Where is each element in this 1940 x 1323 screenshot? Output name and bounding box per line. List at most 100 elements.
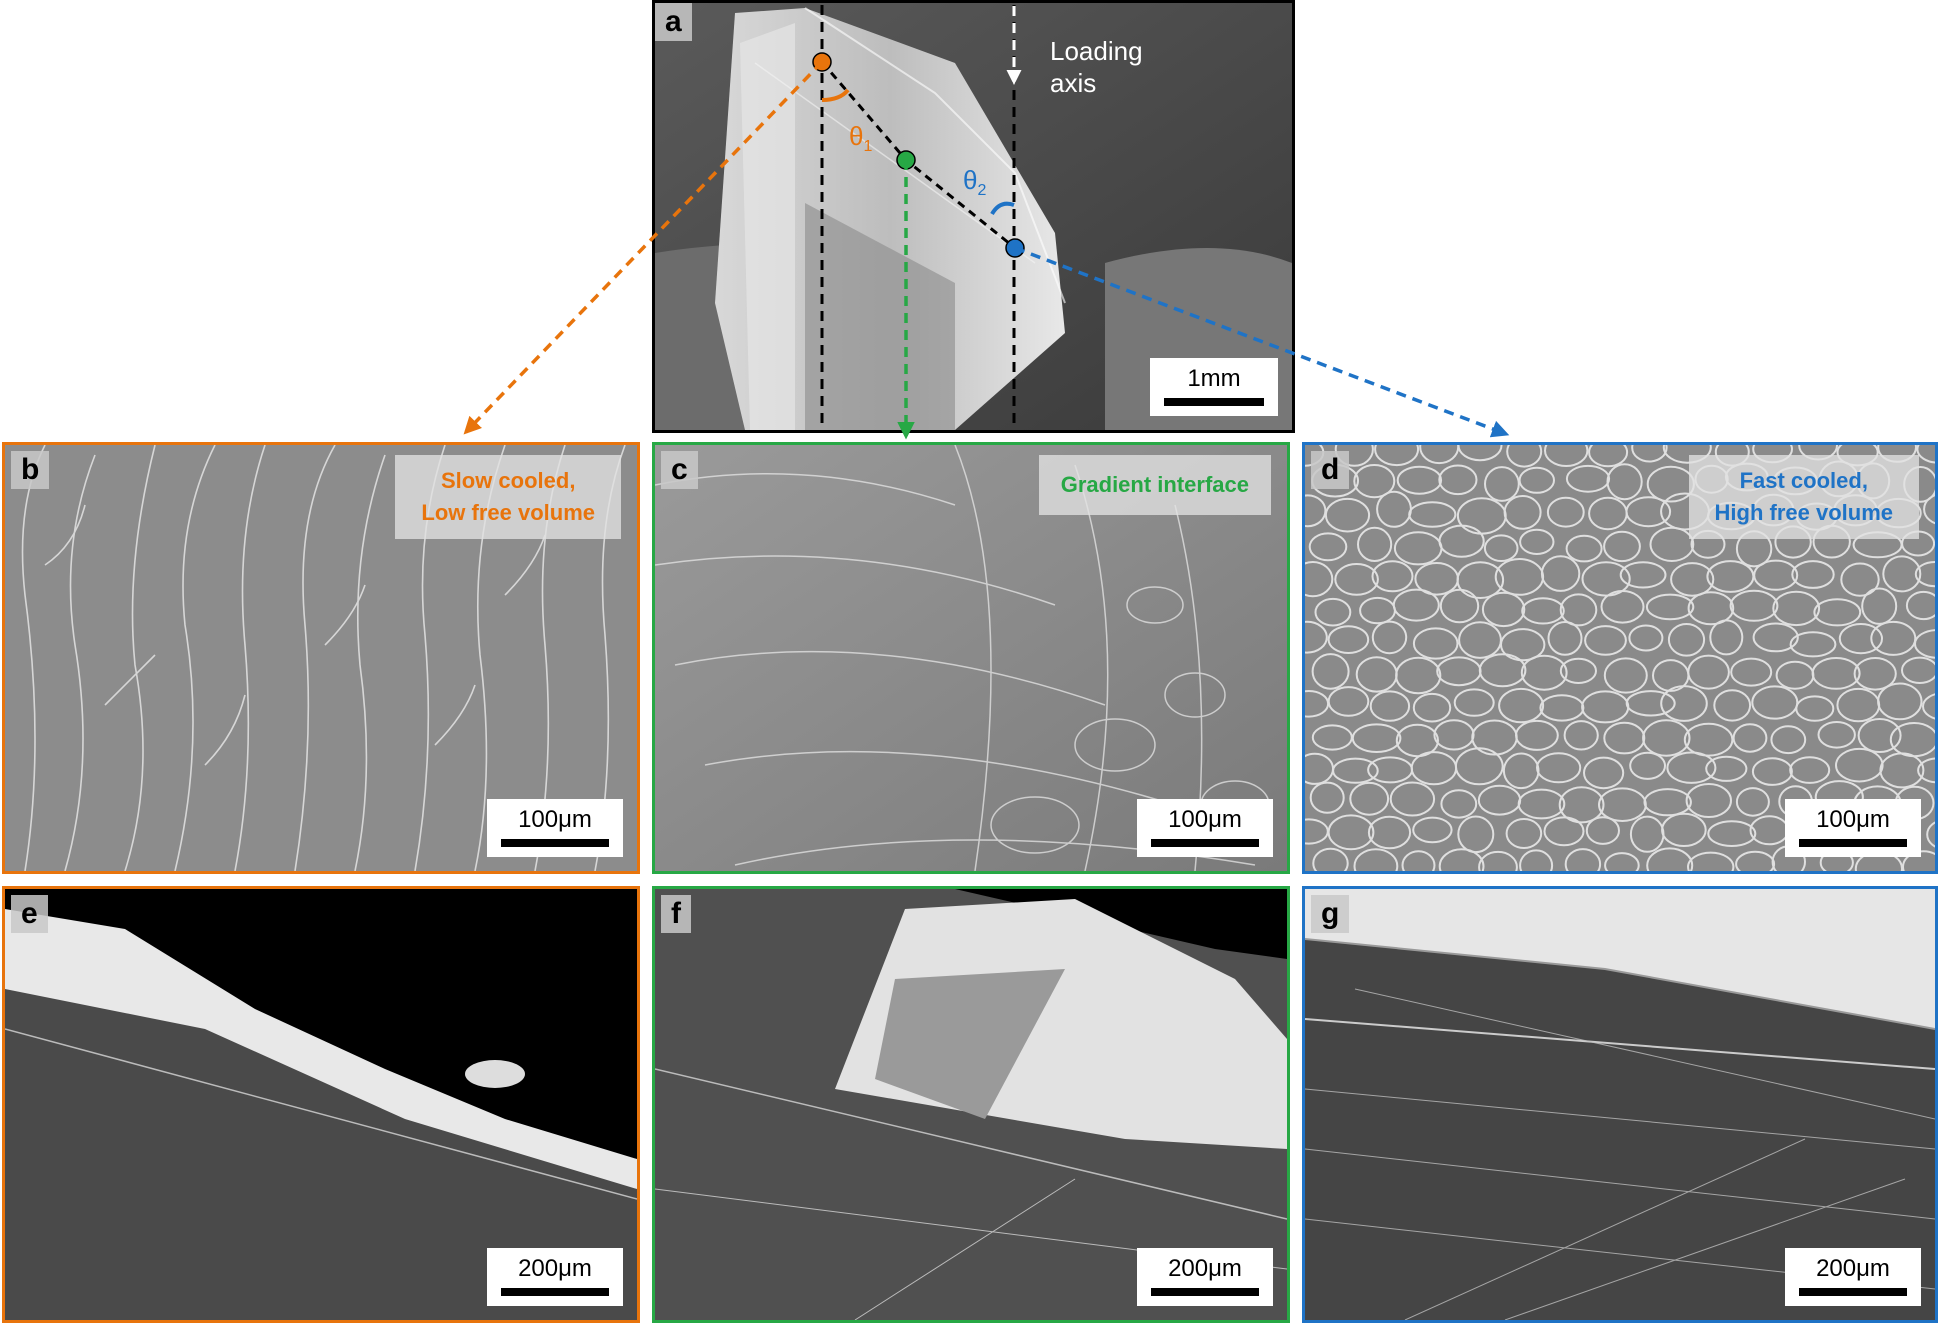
scale-bar-c-text: 100μm [1168,806,1242,833]
panel-b: b Slow cooled, Low free volume 100μm [2,442,640,874]
texture-cell [1643,788,1692,817]
texture-cell [1735,850,1776,871]
texture-cell [1902,850,1935,871]
texture-cell [1625,496,1672,528]
texture-cell [1584,625,1627,656]
panel-b-label: b [11,451,50,489]
texture-cell [1481,591,1526,628]
texture-cell [1752,622,1799,653]
loading-axis-line1: Loading [1050,36,1143,66]
texture-cell [1506,445,1543,468]
loading-axis-label: Loading axis [1050,35,1143,99]
panel-c: c Gradient interface 100μm [652,442,1290,874]
scale-bar-c-line [1151,839,1259,847]
texture-cell [1311,653,1350,690]
texture-cell [1606,463,1643,501]
texture-cell [1357,526,1393,563]
texture-cell [1732,723,1768,753]
texture-cell [1588,445,1629,468]
texture-cell [1412,692,1452,723]
panel-c-caption-line1: Gradient interface [1060,472,1249,497]
texture-cell [1371,560,1414,593]
texture-cell [1539,694,1585,722]
texture-cell [1374,445,1420,467]
texture-cell [1351,723,1402,754]
texture-cell [1789,631,1837,658]
texture-cell [1392,588,1440,622]
texture-cell [1687,654,1730,690]
texture-cell [1308,532,1348,562]
texture-cell [1558,786,1605,824]
texture-cell [1705,755,1748,782]
texture-cell [1563,720,1599,751]
texture-cell [1901,656,1935,684]
texture-cell [1729,589,1779,622]
texture-cell [1520,654,1568,691]
texture-cell [1751,757,1793,786]
panel-e-sem-image [5,889,637,1320]
texture-cell [1519,849,1554,871]
panel-a-label: a [655,3,692,41]
panel-d-label: d [1311,451,1350,489]
texture-cell [1305,494,1327,528]
texture-cell [1353,463,1396,499]
theta2-symbol: θ [963,165,978,195]
texture-cell [1631,445,1668,463]
texture-cell [1642,719,1691,757]
texture-cell [1367,815,1412,850]
panel-d: d Fast cooled, High free volume 100μm [1302,442,1938,874]
texture-cell [1772,590,1821,627]
panel-c-caption: Gradient interface [1038,455,1271,515]
scale-bar-c: 100μm [1137,799,1273,857]
panel-a: a Loading axis θ1 θ2 1mm [652,0,1295,433]
texture-cell [1438,848,1485,871]
texture-cell [1408,501,1457,528]
texture-cell [1730,657,1773,687]
panel-b-caption-line2: Low free volume [421,500,595,525]
panel-g: g 200μm [1302,886,1938,1323]
texture-cell [1334,445,1374,467]
texture-cell [1500,628,1546,662]
texture-cell [1334,562,1379,596]
theta2-label: θ2 [963,165,986,200]
texture-cell [1619,561,1667,589]
scale-bar-e-text: 200μm [518,1255,592,1282]
texture-cell [1453,688,1495,717]
texture-cell [1540,555,1581,592]
texture-cell [1629,751,1667,780]
texture-cell [1853,657,1897,691]
texture-cell [1457,815,1495,854]
texture-cell [1395,656,1442,695]
texture-cell [1536,752,1582,784]
texture-cell [1353,848,1399,871]
scale-bar-d-text: 100μm [1816,806,1890,833]
texture-cell [1751,685,1799,720]
texture-cell [1440,789,1478,819]
scale-bar-g-text: 200μm [1816,1255,1890,1282]
scale-bar-d: 100μm [1785,799,1921,857]
texture-cell [1505,818,1543,849]
texture-cell [1521,597,1565,625]
texture-cell [1791,560,1835,589]
texture-cell [1483,534,1519,562]
texture-cell [1564,848,1602,871]
texture-cell [1559,593,1598,627]
texture-cell [1371,620,1408,655]
scale-bar-a-text: 1mm [1187,365,1241,392]
texture-cell [1861,587,1898,625]
panel-f: f 200μm [652,886,1290,1323]
texture-cell [1412,816,1453,844]
texture-cell [1687,851,1735,871]
scale-bar-b: 100μm [487,799,623,857]
scale-bar-f-text: 200μm [1168,1255,1242,1282]
scale-bar-f-line [1151,1288,1259,1296]
panel-e: e 200μm [2,886,640,1323]
panel-f-sem-image [655,889,1287,1320]
texture-cell [1438,464,1478,496]
texture-cell [1305,620,1328,654]
texture-cell [1857,718,1902,753]
texture-cell [1369,690,1411,722]
texture-cell [1314,597,1352,627]
texture-cell [1770,725,1807,755]
texture-cell [1559,657,1597,684]
